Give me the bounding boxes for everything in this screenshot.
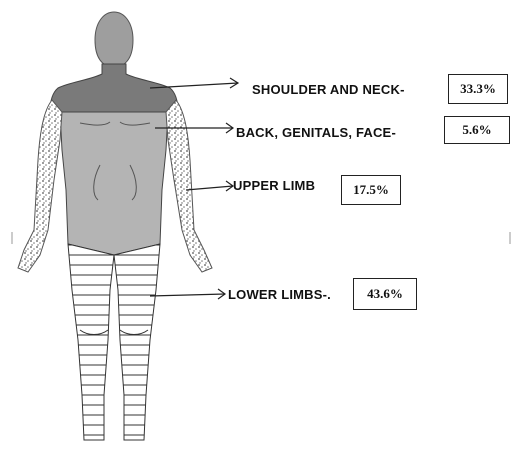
shoulder-neck-value-box: 33.3%: [448, 74, 508, 104]
back-genitals-face-value: 5.6%: [462, 122, 491, 137]
left-arm: [18, 100, 62, 272]
shoulder-neck-label: SHOULDER AND NECK-: [252, 82, 405, 97]
shoulder-neck-value: 33.3%: [460, 81, 496, 96]
lower-limbs-connector: [150, 294, 225, 296]
lower-limbs-value-box: 43.6%: [353, 278, 417, 310]
left-leg: [68, 244, 114, 440]
head: [95, 12, 133, 68]
lower-limbs-label: LOWER LIMBS-.: [228, 287, 331, 302]
upper-limb-label: UPPER LIMB: [233, 178, 315, 193]
upper-limb-connector: [186, 186, 233, 190]
back-genitals-face-label: BACK, GENITALS, FACE-: [236, 125, 396, 140]
upper-limb-value: 17.5%: [353, 182, 389, 197]
upper-limb-value-box: 17.5%: [341, 175, 401, 205]
back-genitals-face-value-box: 5.6%: [444, 116, 510, 144]
lower-limbs-value: 43.6%: [367, 286, 403, 301]
right-leg: [114, 244, 160, 440]
trunk-region: [60, 112, 168, 255]
right-arm: [166, 100, 212, 272]
